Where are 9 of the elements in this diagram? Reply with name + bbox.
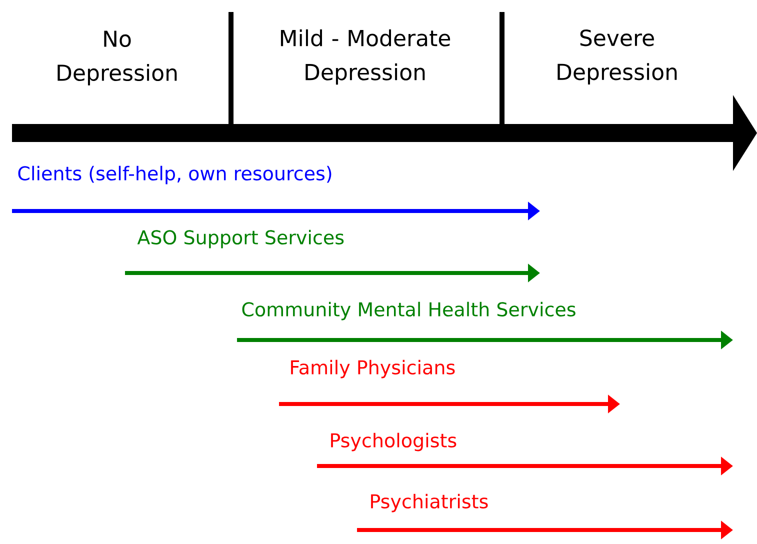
range-label: Psychologists [331,432,456,452]
band-label: No Depression [58,30,177,86]
band-label: Mild - Moderate Depression [280,29,450,85]
range-label: ASO Support Services [137,230,344,248]
range-label: Clients (self-help, own resources) [18,166,332,184]
range-label: Psychiatrists [371,494,488,512]
range-label: Family Physicians [291,360,455,378]
range-label: Community Mental Health Services [242,302,576,320]
band-label: Severe Depression [558,30,677,84]
